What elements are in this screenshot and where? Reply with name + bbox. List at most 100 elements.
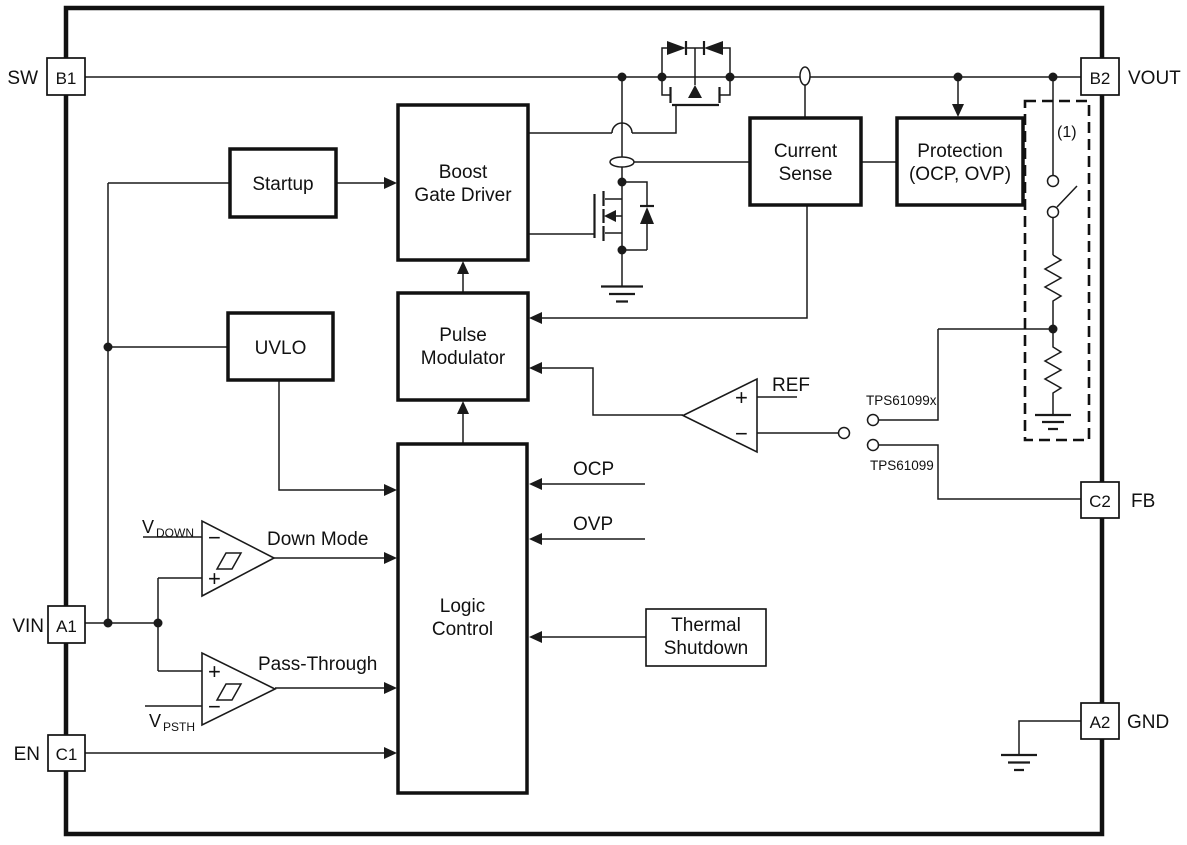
protection-label-1: Protection <box>917 141 1003 162</box>
arrowhead <box>529 362 542 374</box>
arrowhead <box>384 552 397 564</box>
down-mode-label: Down Mode <box>267 529 368 550</box>
switch-contact-bottom <box>1046 205 1060 219</box>
arrowhead <box>384 177 397 189</box>
hysteresis-icon <box>215 683 243 701</box>
block-uvlo <box>226 311 335 382</box>
pin-box-b2 <box>1080 57 1120 96</box>
current-sense-label-1: Current <box>774 141 838 162</box>
wire-throw-external-fb <box>878 444 1081 500</box>
wire-hop-arc <box>611 122 633 134</box>
optional-divider-box <box>1023 99 1091 442</box>
comparator-triangle <box>681 377 758 454</box>
vout-disconnect-switch <box>1046 174 1060 219</box>
vdown-base: V <box>142 517 154 537</box>
pin-label-en: EN <box>14 744 40 765</box>
lofet-body-arrow <box>604 210 616 222</box>
arrowhead <box>457 401 469 414</box>
comparator-pass-through: + − <box>201 651 277 727</box>
wire-downmode-plus <box>157 577 202 623</box>
pass-through-label: Pass-Through <box>258 654 377 675</box>
mosfet-lowside <box>593 181 654 303</box>
resistor-r1 <box>1043 254 1063 329</box>
vpsth-sub: PSTH <box>163 720 195 734</box>
pin-id-a2: A2 <box>1090 713 1111 732</box>
block-pulse-modulator <box>396 291 530 402</box>
wire-gnd-pin <box>1018 720 1081 755</box>
switch-throw-external <box>866 438 880 452</box>
junction-dot <box>657 72 667 82</box>
minus-sign: − <box>208 694 221 719</box>
current-sense-label-2: Sense <box>779 164 833 185</box>
note-1-label: (1) <box>1057 124 1077 141</box>
pin-sw: B1 SW <box>7 57 86 96</box>
pin-id-b2: B2 <box>1090 69 1111 88</box>
pin-label-gnd: GND <box>1127 712 1169 733</box>
wire-eamp-out <box>542 367 683 416</box>
pin-label-vin: VIN <box>12 616 44 637</box>
pulse-modulator-label-1: Pulse <box>439 325 487 346</box>
ocp-label: OCP <box>573 459 614 480</box>
lofet-stubs <box>605 198 622 234</box>
switch-contact-top <box>1046 174 1060 188</box>
arrowhead <box>384 682 397 694</box>
comparator-error-amp: + − <box>681 377 758 454</box>
switch-throw-internal <box>866 413 880 427</box>
hifet-channel-bars <box>669 87 721 103</box>
pin-id-c2: C2 <box>1089 492 1111 511</box>
comparator-down-mode: − + <box>201 519 276 598</box>
hifet-body-arrow <box>688 85 702 98</box>
ground-symbol-lowside <box>601 285 643 303</box>
pin-label-fb: FB <box>1131 491 1155 512</box>
wire-passthrough-plus <box>157 623 202 672</box>
isolation-diode-right <box>704 41 723 55</box>
startup-label: Startup <box>252 174 313 195</box>
minus-sign: − <box>208 525 221 550</box>
junction-dot <box>153 618 163 628</box>
ground-symbol-gnd-pin <box>1001 753 1037 772</box>
junction-dot <box>1048 72 1058 82</box>
pin-box-a1 <box>47 605 86 644</box>
junction-dot <box>103 342 113 352</box>
switch-blade <box>1056 185 1078 208</box>
sense-hop-switch-node <box>609 156 635 168</box>
pin-box-c2 <box>1080 481 1120 519</box>
block-boost-gate-driver <box>396 103 530 262</box>
isolation-diode-branch <box>661 47 731 77</box>
switch-pole-contact <box>837 426 851 440</box>
tps61099-label: TPS61099 <box>870 458 934 473</box>
resistor-r2 <box>1043 329 1063 415</box>
block-logic-control <box>396 442 529 795</box>
junction-dot <box>617 177 627 187</box>
junction-dot <box>617 72 627 82</box>
block-thermal-shutdown <box>645 608 767 667</box>
feedback-select-switch <box>837 413 880 452</box>
block-protection <box>895 116 1025 207</box>
wire-cs-to-pulsemod <box>542 205 808 319</box>
sense-element-vout <box>799 66 811 86</box>
vpsth-threshold-label: V PSTH <box>149 711 195 734</box>
wire-throw-internal <box>878 329 939 421</box>
pin-box-c1 <box>47 734 86 772</box>
pin-box-a2 <box>1080 702 1120 740</box>
arrowhead <box>384 484 397 496</box>
pin-vin: A1 VIN <box>12 605 86 644</box>
ref-label: REF <box>772 375 810 396</box>
pin-id-a1: A1 <box>56 617 77 636</box>
boost-gate-driver-label-2: Gate Driver <box>414 185 512 206</box>
pin-id-c1: C1 <box>56 745 78 764</box>
logic-control-label-1: Logic <box>440 596 485 617</box>
isolation-diode-left <box>667 41 686 55</box>
pin-fb: C2 FB <box>1080 481 1155 519</box>
wires <box>85 76 1082 772</box>
thermal-shutdown-label-2: Shutdown <box>664 638 749 659</box>
wire-uvlo-out <box>278 380 385 491</box>
uvlo-label: UVLO <box>255 338 307 359</box>
vpsth-base: V <box>149 711 161 731</box>
plus-sign: + <box>208 659 221 684</box>
pin-label-vout: VOUT <box>1128 68 1181 89</box>
hifet-terminals <box>661 77 731 96</box>
arrowhead <box>529 631 542 643</box>
block-current-sense <box>748 116 863 207</box>
